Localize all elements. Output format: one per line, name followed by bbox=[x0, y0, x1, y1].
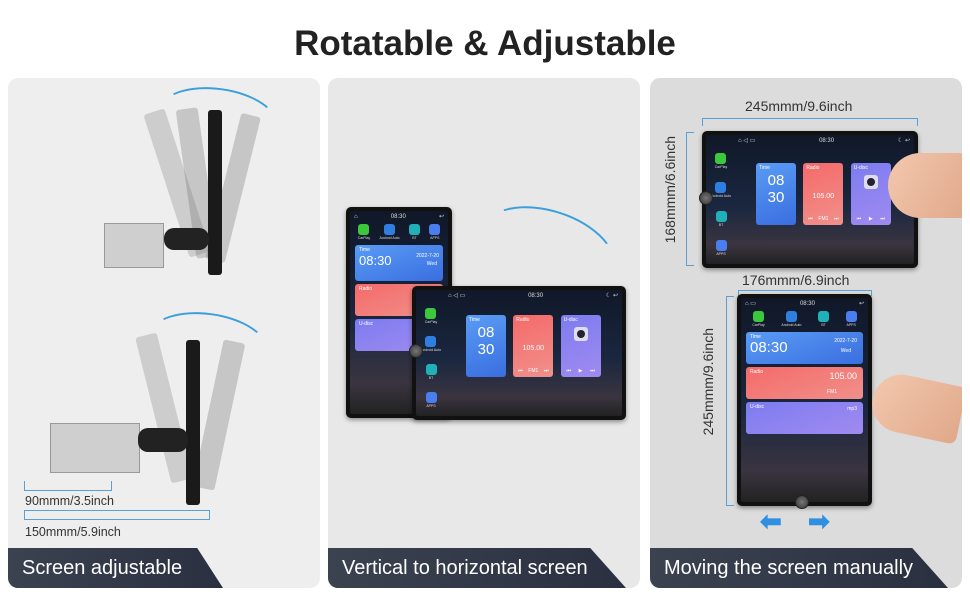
app-apps[interactable]: APPS bbox=[715, 239, 727, 256]
app-carplay[interactable]: CarPlay bbox=[358, 224, 370, 240]
volume-knob[interactable] bbox=[699, 191, 713, 205]
panel-label: Moving the screen manually bbox=[650, 548, 948, 588]
app-bt[interactable]: BT bbox=[715, 210, 727, 227]
app-apps[interactable]: APPS bbox=[425, 392, 437, 408]
vertical-screen-device: ⌂ ▭ 08:30 ↩ CarPlay Android Auto BT APPS T… bbox=[737, 294, 872, 509]
app-android-auto[interactable]: Android Auto bbox=[711, 182, 731, 198]
clock: 08:30 bbox=[390, 213, 406, 220]
udisc-card[interactable]: U-disc⏮▶⏭ bbox=[560, 315, 601, 377]
app-carplay[interactable]: CarPlay bbox=[715, 153, 727, 169]
app-android-auto[interactable]: Android Auto bbox=[421, 336, 441, 352]
dimension-line bbox=[24, 510, 210, 520]
app-carplay[interactable]: CarPlay bbox=[752, 311, 765, 327]
total-depth-dimension: 150mmm/5.9inch bbox=[25, 525, 121, 539]
panel-moving-screen: 245mmm/9.6inch 168mmm/6.6inch ⌂ ◁ ▭ 08:30… bbox=[650, 78, 962, 588]
panel-screen-adjustable: 90mmm/3.5inch 150mmm/5.9inch Screen adju… bbox=[8, 78, 320, 588]
horizontal-screen-device: ⌂ ◁ ▭ 08:30 ☾ ↩ CarPlay Android Auto BT AP… bbox=[409, 286, 626, 420]
app-android-auto[interactable]: Android Auto bbox=[380, 224, 400, 240]
app-bt[interactable]: BT bbox=[408, 224, 420, 240]
dimension-line bbox=[24, 481, 112, 491]
app-carplay[interactable]: CarPlay bbox=[425, 308, 437, 324]
back-icon: ↩ bbox=[858, 301, 864, 307]
app-bt[interactable]: BT bbox=[818, 311, 830, 327]
back-icon: ↩ bbox=[438, 214, 444, 220]
back-icon: ☾ ↩ bbox=[605, 293, 618, 299]
app-apps[interactable]: APPS bbox=[845, 311, 857, 327]
width-dimension: 245mmm/9.6inch bbox=[745, 98, 853, 114]
hand bbox=[888, 153, 962, 218]
arrow-right-icon: ➡ bbox=[808, 506, 830, 536]
back-icon: ☾ ↩ bbox=[897, 138, 910, 144]
hand bbox=[866, 369, 962, 445]
page-title: Rotatable & Adjustable bbox=[294, 24, 676, 63]
arrow-left-icon: ⬅ bbox=[760, 506, 782, 536]
head-unit-chassis bbox=[104, 223, 164, 268]
dimension-line bbox=[726, 296, 734, 506]
dimension-line bbox=[702, 118, 918, 126]
home-icon: ⌂ ▭ bbox=[745, 301, 756, 307]
height-dimension: 245mmm/9.6inch bbox=[700, 328, 716, 436]
volume-knob[interactable] bbox=[409, 344, 423, 358]
clock: 08:30 bbox=[799, 300, 815, 307]
home-icon: ⌂ bbox=[354, 213, 358, 220]
panel-vertical-to-horizontal: ⌂ 08:30 ↩ CarPlay Android Auto BT APPS Tim… bbox=[328, 78, 640, 588]
screen-device bbox=[186, 340, 200, 505]
app-android-auto[interactable]: Android Auto bbox=[781, 311, 801, 327]
clock: 08:30 bbox=[528, 292, 544, 299]
app-apps[interactable]: APPS bbox=[429, 224, 441, 240]
app-bt[interactable]: BT bbox=[425, 364, 437, 380]
height-dimension: 168mmm/6.6inch bbox=[662, 136, 678, 244]
panel-label: Screen adjustable bbox=[8, 548, 223, 588]
mount-arm bbox=[164, 228, 209, 250]
head-unit-chassis bbox=[50, 423, 140, 473]
udisc-card[interactable]: U-disc⏮▶⏭ bbox=[850, 163, 891, 225]
clock: 08:30 bbox=[819, 137, 835, 144]
width-dimension: 176mmm/6.9inch bbox=[742, 272, 850, 288]
home-icon: ⌂ ◁ ▭ bbox=[738, 138, 756, 144]
volume-knob[interactable] bbox=[795, 495, 809, 509]
screen-device bbox=[208, 110, 222, 275]
horizontal-screen-device: ⌂ ◁ ▭ 08:30 ☾ ↩ CarPlay Android Auto BT AP… bbox=[699, 131, 918, 268]
depth-dimension: 90mmm/3.5inch bbox=[25, 494, 114, 508]
dimension-line bbox=[738, 290, 872, 296]
panel-label: Vertical to horizontal screen bbox=[328, 548, 626, 588]
mount-arm bbox=[138, 428, 188, 452]
home-icon: ⌂ ◁ ▭ bbox=[448, 293, 466, 299]
dimension-line bbox=[686, 132, 694, 266]
